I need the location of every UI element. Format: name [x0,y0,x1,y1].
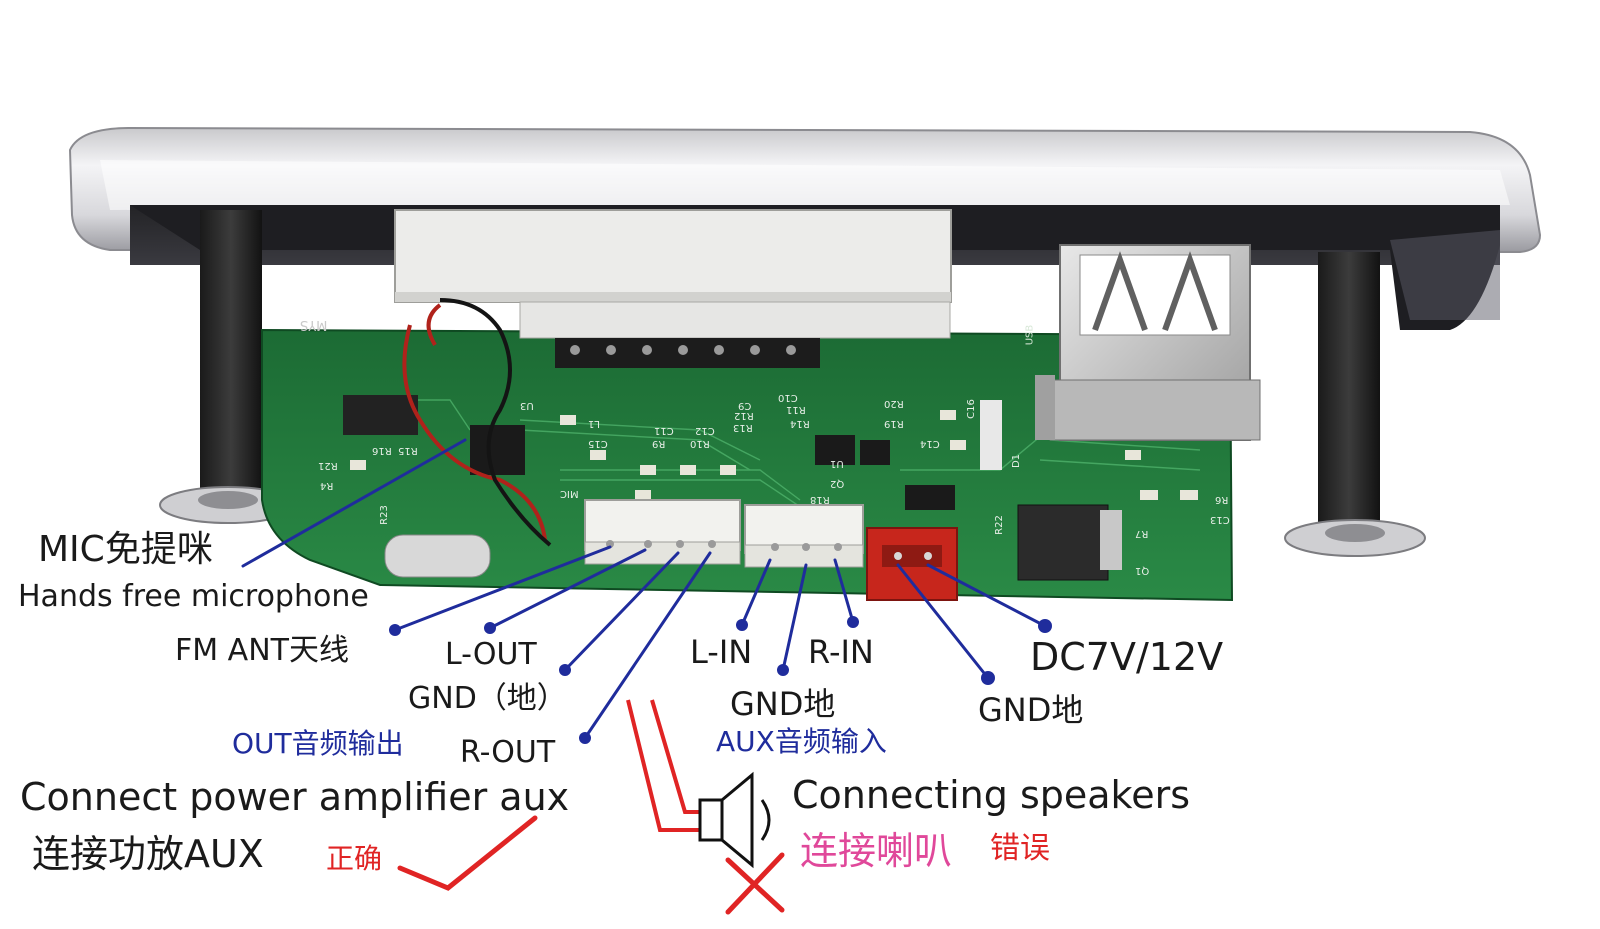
correct-label: 正确 [326,842,383,875]
gnd-dc-leader-line [896,563,990,680]
check-icon [397,815,538,891]
dc-dot [1038,619,1052,633]
r-out-leader-line [583,551,712,740]
connect-spk-en: Connecting speakers [792,773,1190,817]
l-out-leader-line [488,548,647,630]
wrong-label: 错误 [990,831,1050,866]
usb-port [1035,244,1261,441]
fm-ant-leader-line [393,545,612,632]
l-out-label: L-OUT [445,637,537,672]
r-in-label: R-IN [808,633,874,671]
aux-audio-label: AUX音频输入 [716,725,887,758]
dc-jack [866,527,958,601]
connector-out [584,499,741,565]
gnd-in-dot [777,664,789,676]
fm-ant-label: FM ANT天线 [175,633,349,668]
connect-amp-cn: 连接功放AUX [32,832,264,876]
mic-leader-line [241,438,467,568]
r-in-leader-line [833,558,855,624]
speaker-wire-outer [626,699,700,832]
gnd-dc-label: GND地 [978,691,1084,729]
mic-label-en: Hands free microphone [18,579,369,614]
connect-spk-cn: 连接喇叭 [800,829,953,873]
fm-ant-dot [389,624,401,636]
connect-amp-en: Connect power amplifier aux [20,775,570,819]
cross-icon [725,852,785,915]
out-audio-label: OUT音频输出 [232,727,404,760]
gnd-out-dot [559,664,571,676]
connector-in [744,504,864,568]
gnd-out-label: GND（地） [408,681,567,716]
l-in-leader-line [740,558,772,627]
smd-components [343,395,1198,581]
mic-wires [402,298,552,547]
display-module [394,209,952,368]
speaker-wire-inner [650,699,700,814]
gnd-out-leader-line [563,551,680,672]
l-in-label: L-IN [690,633,753,671]
mounting-posts [159,210,1426,557]
mic-label-cn: MIC免提咪 [38,529,213,570]
r-out-dot [579,732,591,744]
dc-leader-line [926,563,1047,628]
dc-label: DC7V/12V [1030,635,1224,679]
gnd-dc-dot [981,671,995,685]
r-in-dot [847,616,859,628]
l-out-dot [484,622,496,634]
gnd-in-label: GND地 [730,685,836,723]
gnd-in-leader-line [781,563,808,672]
r-out-label: R-OUT [460,735,556,770]
l-in-dot [736,619,748,631]
speaker-icon [698,771,771,869]
